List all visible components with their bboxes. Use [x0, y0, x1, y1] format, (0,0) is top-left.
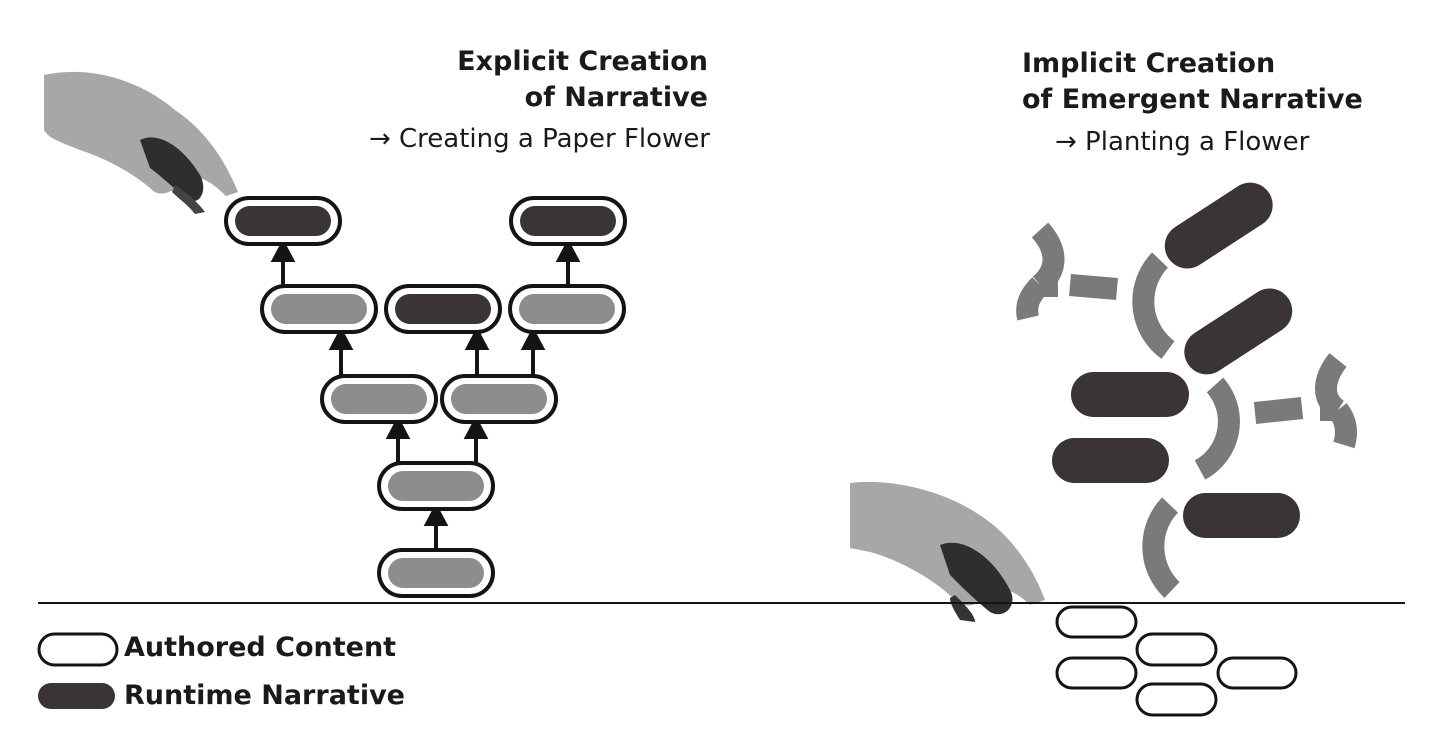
runtime-piece — [1071, 372, 1189, 417]
runtime-node — [509, 196, 627, 246]
explicit-tree — [224, 196, 627, 598]
right-title-line2: of Emergent Narrative — [1022, 84, 1363, 115]
arrow — [270, 238, 296, 286]
seed — [1055, 656, 1138, 690]
legend-runtime-swatch — [38, 683, 115, 709]
authored-node — [260, 284, 378, 334]
left-hand-image — [44, 71, 238, 214]
authored-node — [440, 374, 558, 424]
arrow — [385, 415, 411, 463]
bar-fragment — [1253, 397, 1304, 424]
arrow — [520, 326, 546, 376]
authored-node — [320, 374, 438, 424]
legend-authored-label: Authored Content — [124, 632, 397, 663]
arrow — [555, 238, 581, 286]
runtime-node — [224, 196, 342, 246]
runtime-piece — [1052, 438, 1169, 483]
authored-node — [377, 548, 495, 598]
authored-node — [508, 284, 626, 334]
legend-runtime-label: Runtime Narrative — [124, 680, 405, 711]
y-fragment — [1315, 353, 1357, 449]
left-title-line1: Explicit Creation — [457, 46, 708, 77]
authored-seeds — [1055, 605, 1298, 717]
arrow — [328, 326, 354, 376]
runtime-piece — [1184, 288, 1293, 375]
runtime-piece — [1183, 493, 1300, 538]
seed — [1216, 656, 1298, 690]
right-subtitle: → Planting a Flower — [1055, 127, 1310, 157]
tree-arrows — [270, 238, 581, 550]
arc-fragment — [1132, 252, 1175, 359]
bar-fragment — [1069, 274, 1118, 300]
arrow — [464, 326, 490, 376]
emergent-narrative — [1016, 182, 1357, 598]
right-title-line1: Implicit Creation — [1022, 48, 1276, 79]
legend-authored-swatch — [37, 632, 119, 667]
left-subtitle: → Creating a Paper Flower — [368, 124, 710, 154]
seed — [1135, 632, 1218, 667]
authored-node — [377, 461, 495, 511]
arrow — [423, 502, 449, 550]
y-fragment — [1016, 222, 1065, 321]
left-title-line2: of Narrative — [524, 82, 708, 113]
runtime-piece — [1164, 182, 1273, 269]
arc-fragment — [1142, 497, 1180, 598]
seed — [1055, 605, 1138, 639]
arc-fragment — [1194, 377, 1240, 480]
runtime-node — [384, 284, 502, 334]
seed — [1135, 682, 1218, 717]
arrow — [463, 415, 489, 463]
right-hand-image — [850, 481, 1045, 622]
